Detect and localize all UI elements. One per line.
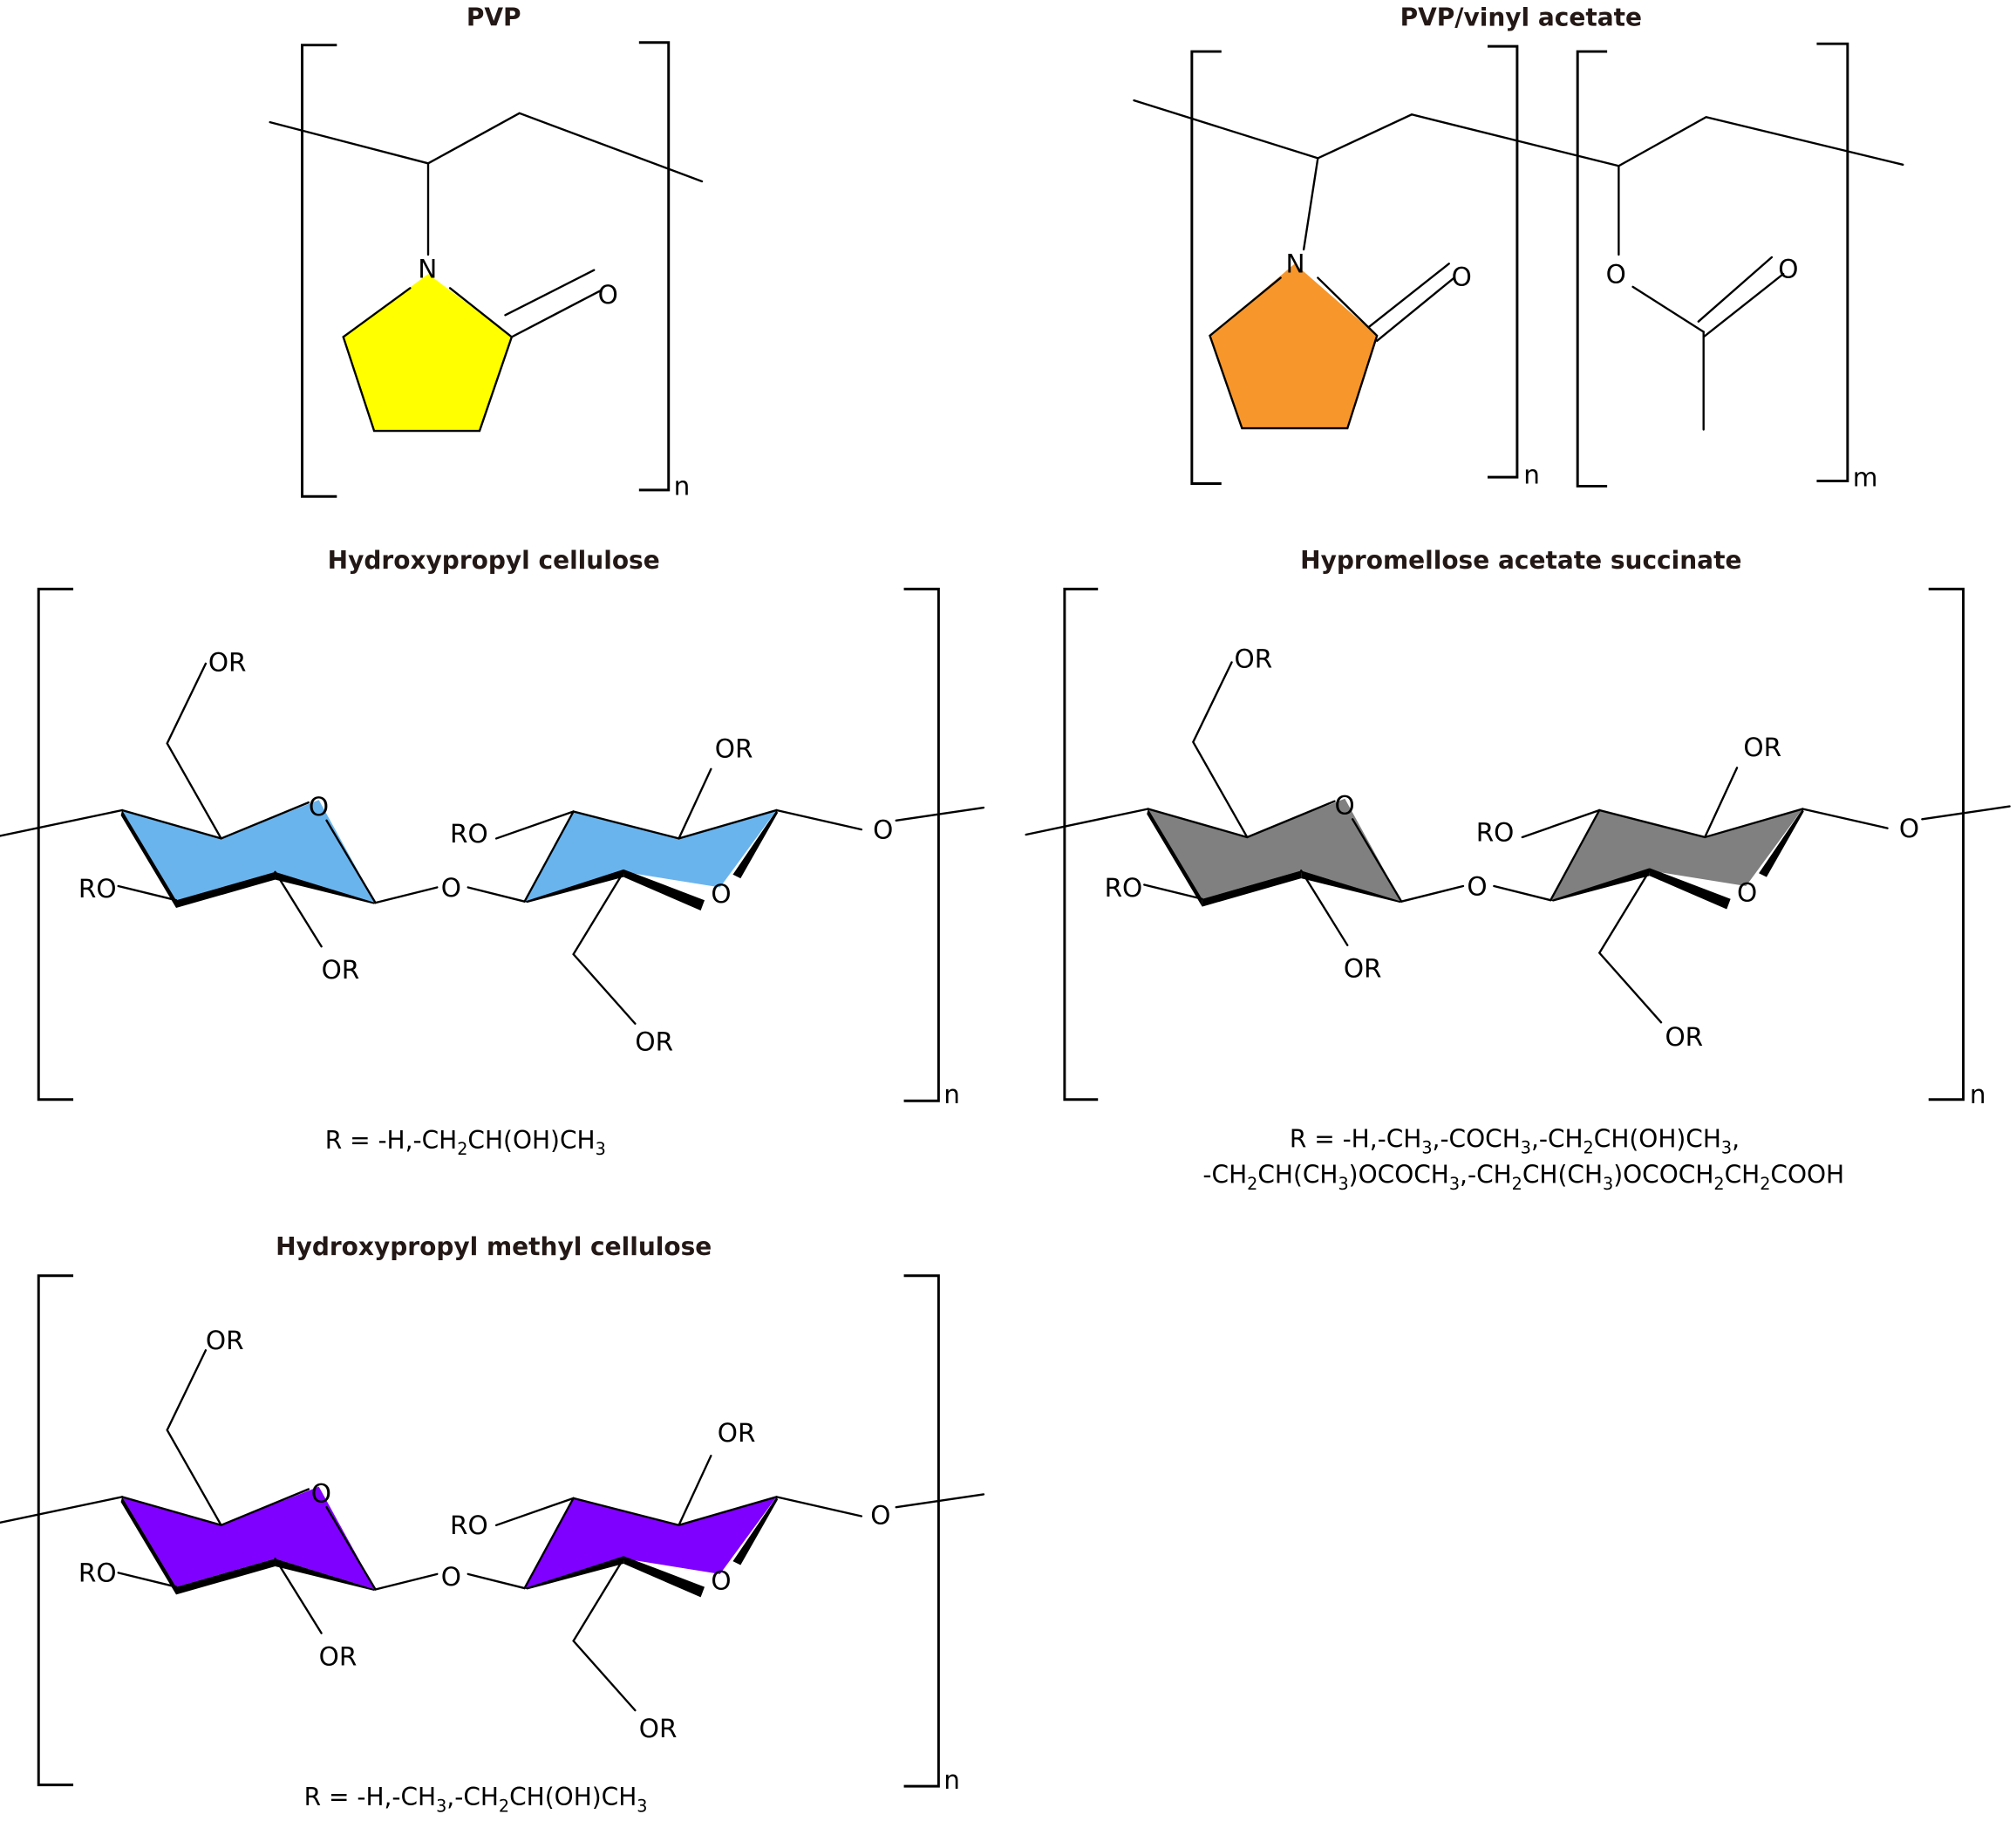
carbonyl-bond-2: [1375, 276, 1455, 342]
carbonyl-bond-1: [1368, 263, 1450, 328]
atom-n: N: [418, 255, 437, 284]
ring-bonds: [342, 287, 514, 433]
label-or-c2: OR: [322, 955, 360, 985]
title-hydroxypropyl-cellulose: Hydroxypropyl cellulose: [328, 546, 660, 575]
title-pvp: PVP: [467, 3, 521, 32]
bond-c-n: [1302, 157, 1319, 251]
glucose-ring-2: [524, 809, 777, 902]
label-or-c6b: OR: [635, 1027, 673, 1057]
label-ring-o-2: O: [1737, 878, 1757, 908]
label-ro-c3: RO: [78, 874, 117, 904]
atom-o-carbonyl: O: [1452, 262, 1472, 291]
label-link-o: O: [1467, 871, 1487, 901]
panel-hydroxypropyl-methyl-cellulose: Hydroxypropyl methyl cellulose n OR O RO…: [0, 1232, 985, 1817]
panel-hypromellose-acetate-succinate: Hypromellose acetate succinate n OR O RO…: [1025, 546, 2011, 1194]
label-or-c2: OR: [319, 1642, 358, 1672]
r-group-definition: R = -H,-CH3,-CH2CH(OH)CH3: [304, 1783, 648, 1816]
left-bracket-n: [1190, 50, 1222, 485]
right-bracket: [638, 41, 671, 492]
right-bracket-n: [1487, 44, 1519, 479]
acetyl-carbonyl-2: [1702, 272, 1785, 338]
label-ring-o-1: O: [311, 1478, 331, 1508]
label-end-o: O: [870, 1500, 890, 1530]
right-bracket: [1928, 587, 1965, 1101]
repeat-index-n: n: [943, 1080, 960, 1109]
panel-pvp: PVP n N O: [269, 3, 704, 501]
atom-o-ester: O: [1606, 259, 1626, 289]
r-group-definition-line-1: R = -H,-CH3,-COCH3,-CH2CH(OH)CH3,: [1290, 1124, 1740, 1157]
glucose-ring-1: [1148, 798, 1402, 902]
right-bracket-m: [1816, 42, 1849, 482]
glucose-ring-1: [122, 1486, 376, 1590]
backbone-chain: [1133, 99, 1904, 167]
left-bracket: [37, 587, 74, 1101]
carbonyl-bond-1: [504, 269, 596, 317]
pyrrolidone-ring: [343, 274, 512, 432]
label-or-c6: OR: [206, 1326, 244, 1355]
left-bracket-m: [1576, 50, 1608, 488]
glucose-ring-1: [122, 800, 376, 904]
label-ring-o-2: O: [711, 1566, 731, 1596]
label-ro-c3b: RO: [450, 819, 488, 849]
panel-pvp-vinyl-acetate: PVP/vinyl acetate n m N O O O: [1133, 3, 1904, 492]
repeat-index-n: n: [1970, 1080, 1986, 1109]
label-or-c6: OR: [208, 648, 247, 678]
label-ring-o-1: O: [1335, 790, 1355, 820]
label-or-c2b: OR: [715, 734, 753, 764]
repeat-index-n: n: [943, 1765, 960, 1795]
acetyl-carbonyl-1: [1697, 256, 1774, 323]
label-ro-c3b: RO: [1476, 817, 1515, 847]
ring-bonds: [1209, 276, 1379, 430]
label-or-c2b: OR: [718, 1418, 756, 1448]
label-link-o: O: [441, 873, 461, 903]
repeat-index-n: n: [674, 472, 691, 501]
r-group-definition: R = -H,-CH2CH(OH)CH3: [325, 1126, 606, 1159]
title-hydroxypropyl-methyl-cellulose: Hydroxypropyl methyl cellulose: [276, 1232, 712, 1261]
pyrrolidone-ring: [1209, 263, 1378, 429]
atom-n: N: [1285, 249, 1304, 279]
label-or-c2b: OR: [1743, 733, 1781, 762]
left-bracket: [301, 44, 337, 498]
label-or-c6: OR: [1235, 644, 1273, 673]
bond-o-c: [1631, 285, 1705, 333]
glucose-ring-2: [1550, 808, 1803, 901]
label-end-o: O: [1899, 814, 1919, 843]
left-bracket: [37, 1274, 74, 1787]
title-hypromellose-acetate-succinate: Hypromellose acetate succinate: [1300, 546, 1741, 575]
label-link-o: O: [441, 1562, 461, 1592]
label-ro-c3: RO: [1105, 873, 1143, 903]
panel-hydroxypropyl-cellulose: Hydroxypropyl cellulose n OR O RO OR O R…: [0, 546, 985, 1159]
label-ro-c3b: RO: [450, 1511, 488, 1540]
repeat-index-m: m: [1853, 462, 1878, 492]
label-or-c6b: OR: [639, 1714, 678, 1743]
carbonyl-bond-2: [510, 290, 602, 338]
atom-o-acetyl: O: [1778, 255, 1798, 284]
atom-o: O: [598, 280, 618, 310]
label-ring-o-2: O: [711, 879, 731, 909]
label-ro-c3: RO: [78, 1558, 117, 1588]
title-pvp-vinyl-acetate: PVP/vinyl acetate: [1400, 3, 1642, 32]
label-end-o: O: [873, 815, 893, 844]
label-ring-o-1: O: [309, 792, 329, 822]
right-bracket: [903, 1274, 940, 1788]
label-or-c2: OR: [1344, 954, 1382, 984]
glucose-ring-2: [524, 1497, 777, 1589]
r-group-definition-line-2: -CH2CH(CH3)OCOCH3,-CH2CH(CH3)OCOCH2CH2CO…: [1202, 1161, 1844, 1194]
backbone-chain: [269, 112, 704, 183]
label-or-c6b: OR: [1665, 1022, 1703, 1052]
right-bracket: [903, 587, 940, 1102]
repeat-index-n: n: [1523, 460, 1540, 489]
left-bracket: [1063, 587, 1099, 1101]
